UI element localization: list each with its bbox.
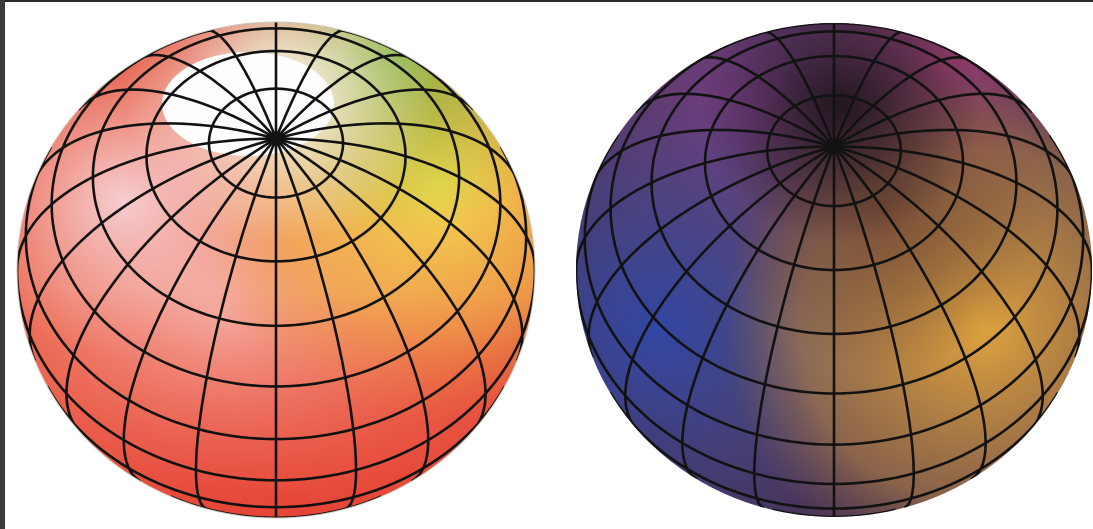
light-color-sphere (0, 0, 560, 529)
dark-color-sphere (560, 0, 1093, 529)
